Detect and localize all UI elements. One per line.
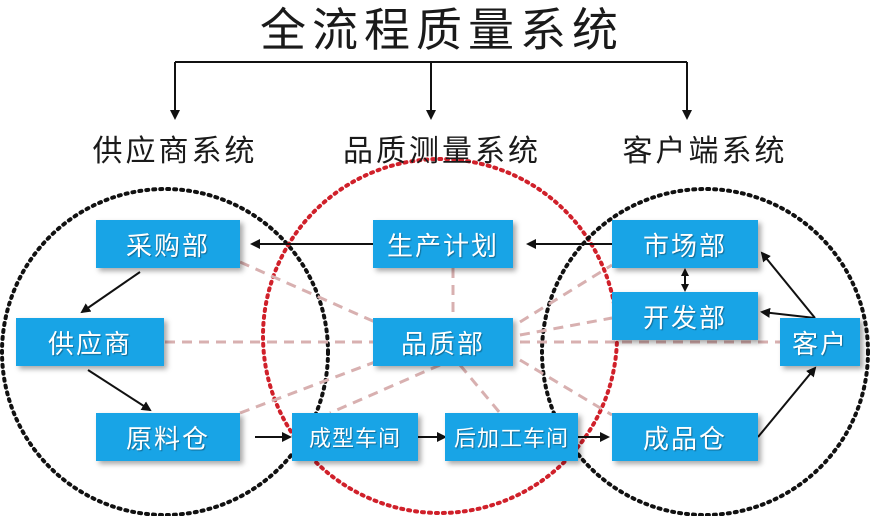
title-bracket	[170, 61, 692, 120]
quality-links	[165, 260, 780, 417]
supplier-system-circle	[0, 187, 330, 516]
quality-system-label: 品质测量系统	[343, 134, 541, 169]
node-market-dept: 市场部	[612, 220, 758, 268]
node-purchasing: 采购部	[96, 220, 240, 268]
customer-system-circle	[540, 187, 870, 516]
node-finished-goods-warehouse: 成品仓	[612, 413, 758, 461]
diagram-title: 全流程质量系统	[260, 3, 624, 57]
node-supplier: 供应商	[16, 318, 164, 366]
node-forming-workshop: 成型车间	[292, 413, 418, 461]
node-production-plan: 生产计划	[373, 220, 513, 268]
node-customer: 客户	[780, 318, 860, 366]
flow-arrows	[80, 239, 817, 442]
node-post-processing-workshop: 后加工车间	[445, 413, 578, 461]
customer-system-label: 客户端系统	[622, 134, 788, 169]
node-development-dept: 开发部	[612, 292, 758, 340]
node-raw-material-warehouse: 原料仓	[96, 413, 240, 461]
supplier-system-label: 供应商系统	[92, 134, 258, 169]
node-quality-dept: 品质部	[373, 318, 513, 366]
